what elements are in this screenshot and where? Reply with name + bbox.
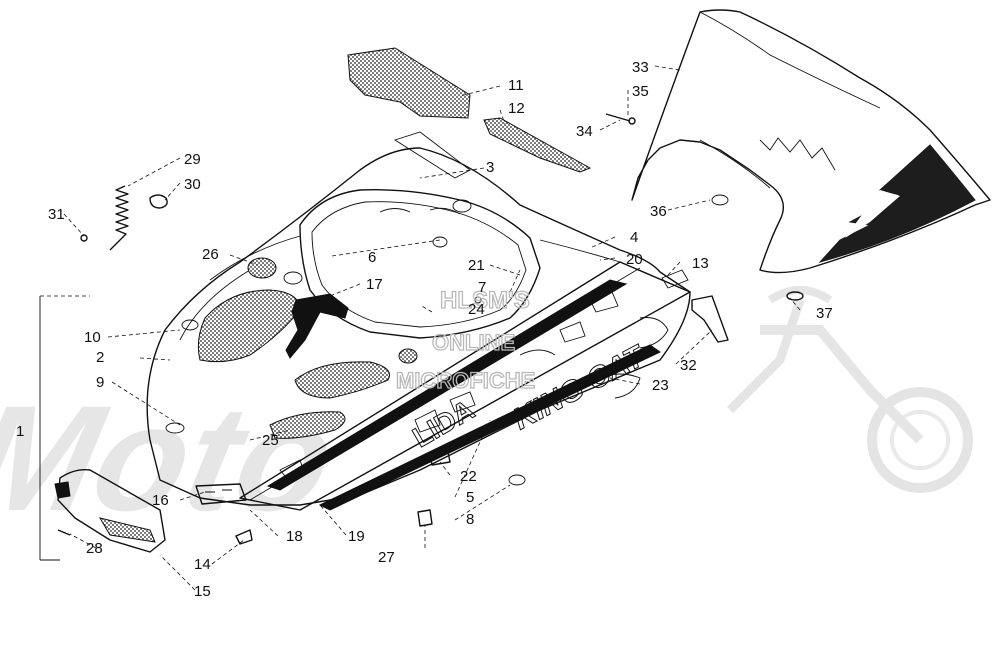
callout-11: 11 xyxy=(508,77,524,94)
latch-bracket-part xyxy=(285,293,349,359)
watermark-motorcycle xyxy=(726,286,973,493)
callout-30: 30 xyxy=(184,176,201,193)
callout-36: 36 xyxy=(650,203,667,220)
callout-37: 37 xyxy=(816,305,833,322)
callout-8: 8 xyxy=(466,511,474,528)
callout-22: 22 xyxy=(460,468,477,485)
callout-25: 25 xyxy=(262,432,279,449)
bumper-part xyxy=(54,468,253,553)
callout-19: 19 xyxy=(348,528,365,545)
callout-14: 14 xyxy=(194,556,211,573)
callout-18: 18 xyxy=(286,528,303,545)
callout-24: 24 xyxy=(468,301,485,318)
nut-part-37 xyxy=(786,291,804,301)
callout-29: 29 xyxy=(184,151,201,168)
watermark-line2: ONLINE xyxy=(432,330,515,355)
callout-15: 15 xyxy=(194,583,211,600)
callout-34: 34 xyxy=(576,123,593,140)
vent-decal-11 xyxy=(347,47,471,119)
callout-16: 16 xyxy=(152,492,169,509)
callout-12: 12 xyxy=(508,100,525,117)
screw-part xyxy=(605,113,636,125)
small-parts xyxy=(417,194,729,527)
callout-3: 3 xyxy=(486,159,494,176)
callout-13: 13 xyxy=(692,255,709,272)
spring-part xyxy=(80,185,168,251)
callout-10: 10 xyxy=(84,329,101,346)
callout-1: 1 xyxy=(16,423,24,440)
callout-23: 23 xyxy=(652,377,669,394)
callout-2: 2 xyxy=(96,349,104,366)
callout-35: 35 xyxy=(632,83,649,100)
callout-6: 6 xyxy=(368,249,376,266)
callout-28: 28 xyxy=(86,540,103,557)
leader-lines xyxy=(39,65,801,591)
callout-31: 31 xyxy=(48,206,65,223)
vent-decal-12 xyxy=(483,117,592,173)
callout-27: 27 xyxy=(378,549,395,566)
callout-9: 9 xyxy=(96,374,104,391)
callout-26: 26 xyxy=(202,246,219,263)
windshield-part xyxy=(631,9,991,274)
callout-7: 7 xyxy=(478,279,486,296)
watermark-brand: Moto xyxy=(0,376,348,543)
callout-32: 32 xyxy=(680,357,697,374)
callout-labels: 1 2 3 4 5 6 7 8 9 10 11 12 13 14 15 16 1… xyxy=(16,59,833,600)
watermark-line1: HLSM'S xyxy=(440,287,530,314)
callout-4: 4 xyxy=(630,229,638,246)
callout-17: 17 xyxy=(366,276,383,293)
callout-20: 20 xyxy=(626,251,643,268)
side-decal-part: LIDA KING CAT xyxy=(239,261,691,511)
callout-5: 5 xyxy=(466,489,474,506)
hood-part xyxy=(146,131,691,506)
callout-21: 21 xyxy=(468,257,485,274)
watermark-line3: MICROFICHE xyxy=(396,368,535,393)
callout-33: 33 xyxy=(632,59,649,76)
